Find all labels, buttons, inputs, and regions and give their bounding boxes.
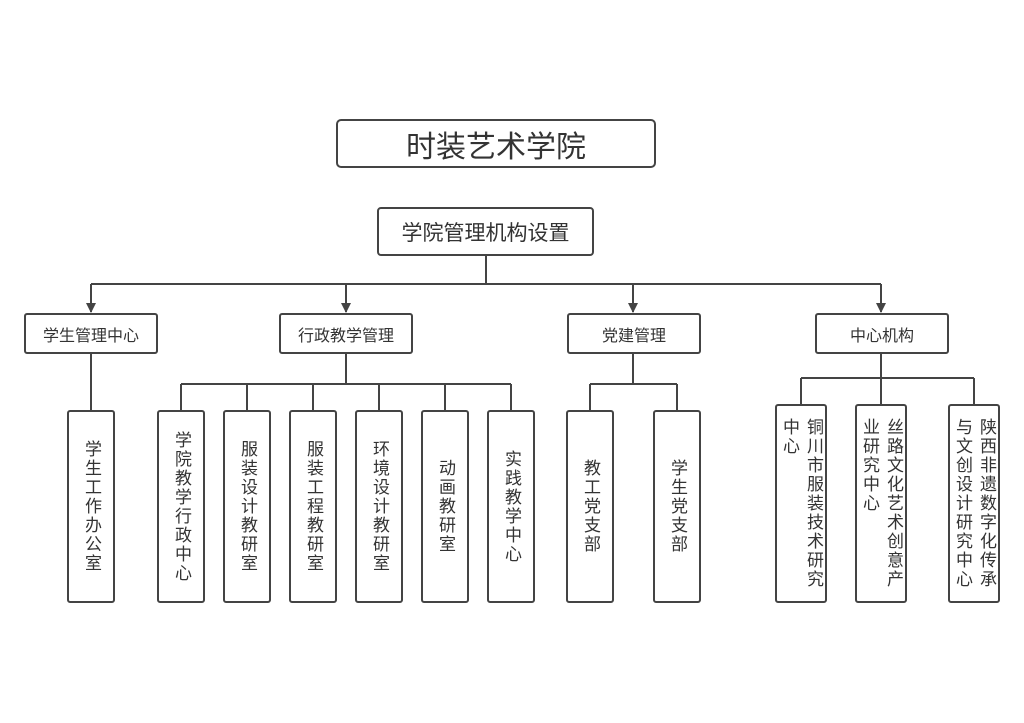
unit-fashion-design-office: 服装设计教研室 [223,410,271,603]
unit-fashion-engineering-office: 服装工程教研室 [289,410,337,603]
unit-label: 环境设计教研室 [369,440,389,573]
unit-student-office: 学生工作办公室 [67,410,115,603]
unit-label: 服装设计教研室 [237,440,257,573]
dept-label: 党建管理 [601,325,666,345]
unit-tongchuan-research-center: 铜川市服装技术研究中心 [775,404,827,603]
management-root-text: 学院管理机构设置 [401,220,570,245]
dept-label: 行政教学管理 [297,325,394,345]
unit-student-party-branch: 学生党支部 [653,410,701,603]
unit-shaanxi-heritage-research-center: 陕西非遗数字化传承与文创设计研究中心 [948,404,1000,603]
unit-silk-road-research-center: 丝路文化艺术创意产业研究中心 [855,404,907,603]
unit-label: 实践教学中心 [501,449,521,564]
unit-label: 学院教学行政中心 [171,430,191,583]
unit-label: 铜川市服装技术研究中心 [779,417,823,589]
dept-student-management: 学生管理中心 [24,313,158,354]
unit-environment-design-office: 环境设计教研室 [355,410,403,603]
unit-animation-office: 动画教研室 [421,410,469,603]
dept-center-institutions: 中心机构 [815,313,949,354]
unit-label: 动画教研室 [435,459,455,554]
unit-label: 丝路文化艺术创意产业研究中心 [859,417,903,589]
unit-admin-center: 学院教学行政中心 [157,410,205,603]
unit-label: 陕西非遗数字化传承与文创设计研究中心 [952,417,996,589]
dept-label: 学生管理中心 [42,325,139,345]
unit-practice-center: 实践教学中心 [487,410,535,603]
unit-label: 学生党支部 [667,459,687,554]
dept-label: 中心机构 [849,325,914,345]
unit-label: 教工党支部 [580,459,600,554]
unit-label: 学生工作办公室 [81,440,101,573]
dept-admin-teaching: 行政教学管理 [279,313,413,354]
college-title-text: 时装艺术学院 [406,129,586,165]
unit-faculty-party-branch: 教工党支部 [566,410,614,603]
unit-label: 服装工程教研室 [303,440,323,573]
management-root: 学院管理机构设置 [377,207,594,256]
dept-party-building: 党建管理 [567,313,701,354]
college-title: 时装艺术学院 [336,119,656,168]
